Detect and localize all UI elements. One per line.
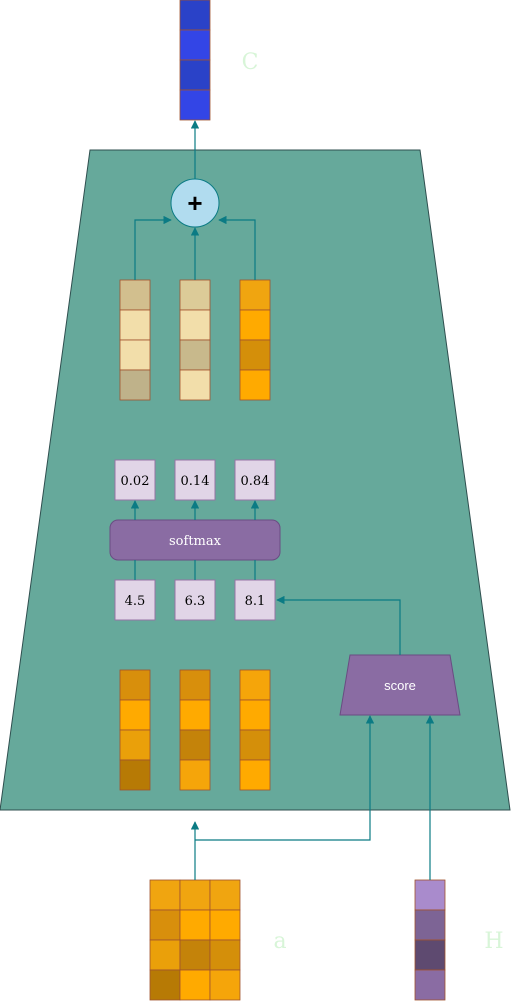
score-value: 8.1: [245, 594, 266, 609]
weighted-cell: [239, 369, 271, 401]
input-columns: [119, 669, 271, 791]
input-cell: [239, 699, 271, 731]
input-cell: [179, 729, 211, 761]
score-value: 6.3: [185, 594, 206, 609]
input-cell: [239, 759, 271, 791]
input-cell: [119, 669, 151, 701]
weight-value: 0.02: [121, 474, 150, 489]
arrow-annotations-to-score: [195, 715, 375, 841]
input-cell: [119, 699, 151, 731]
annotation-cell: [179, 969, 211, 1001]
input-cell: [239, 669, 271, 701]
score-box: [114, 579, 156, 621]
annotation-cell: [149, 909, 181, 941]
annotation-cell: [179, 909, 211, 941]
weighted-columns: [119, 279, 271, 401]
annotation-cell: [149, 939, 181, 971]
context-cell: [179, 29, 211, 61]
score-value: 4.5: [125, 594, 146, 609]
arrows: [130, 120, 435, 880]
weighted-cell: [119, 339, 151, 371]
weighted-cell: [239, 279, 271, 311]
arrow-col1-to-sum: [134, 215, 172, 280]
weighted-cell: [119, 369, 151, 401]
score-label: score: [384, 678, 416, 693]
annotation-cell: [149, 969, 181, 1001]
arrow-col3-to-sum: [218, 215, 256, 280]
hidden-cell: [414, 879, 446, 911]
weighted-cell: [119, 309, 151, 341]
input-cell: [119, 729, 151, 761]
input-cell: [239, 729, 271, 761]
annotation-cell: [209, 879, 241, 911]
softmax-label: softmax: [169, 534, 222, 549]
weighted-cell: [179, 339, 211, 371]
weight-box: [114, 459, 156, 501]
score-box: [174, 579, 216, 621]
annotation-cell: [209, 939, 241, 971]
input-cell: [119, 759, 151, 791]
hidden-cell: [414, 969, 446, 1001]
sum-symbol: +: [187, 188, 202, 218]
weight-value: 0.14: [181, 474, 210, 489]
annotation-matrix: [149, 879, 241, 1001]
annotation-cell: [149, 879, 181, 911]
input-cell: [179, 669, 211, 701]
hidden-cell: [414, 939, 446, 971]
arrow-score-to-values: [276, 595, 401, 655]
annotation-cell: [209, 909, 241, 941]
hidden-cell: [414, 909, 446, 941]
weighted-cell: [239, 339, 271, 371]
annotation-cell: [179, 879, 211, 911]
hidden-vector: [414, 879, 446, 1001]
weighted-cell: [179, 279, 211, 311]
annotation-cell: [179, 939, 211, 971]
weight-box: [174, 459, 216, 501]
weight-value: 0.84: [241, 474, 270, 489]
weighted-cell: [179, 309, 211, 341]
score-node: [339, 654, 461, 716]
context-cell: [179, 0, 211, 31]
weight-box: [234, 459, 276, 501]
weighted-cell: [239, 309, 271, 341]
annotation-cell: [209, 969, 241, 1001]
context-cell: [179, 89, 211, 121]
score-box: [234, 579, 276, 621]
score-boxes: 4.5 6.3 8.1: [114, 579, 276, 621]
context-vector: [179, 0, 211, 121]
input-cell: [179, 759, 211, 791]
context-cell: [179, 59, 211, 91]
hidden-label: H: [484, 929, 503, 954]
weighted-cell: [119, 279, 151, 311]
weighted-cell: [179, 369, 211, 401]
input-cell: [179, 699, 211, 731]
weight-boxes: 0.02 0.14 0.84: [114, 459, 276, 501]
context-label: C: [242, 50, 259, 75]
annotation-label: a: [273, 929, 286, 954]
